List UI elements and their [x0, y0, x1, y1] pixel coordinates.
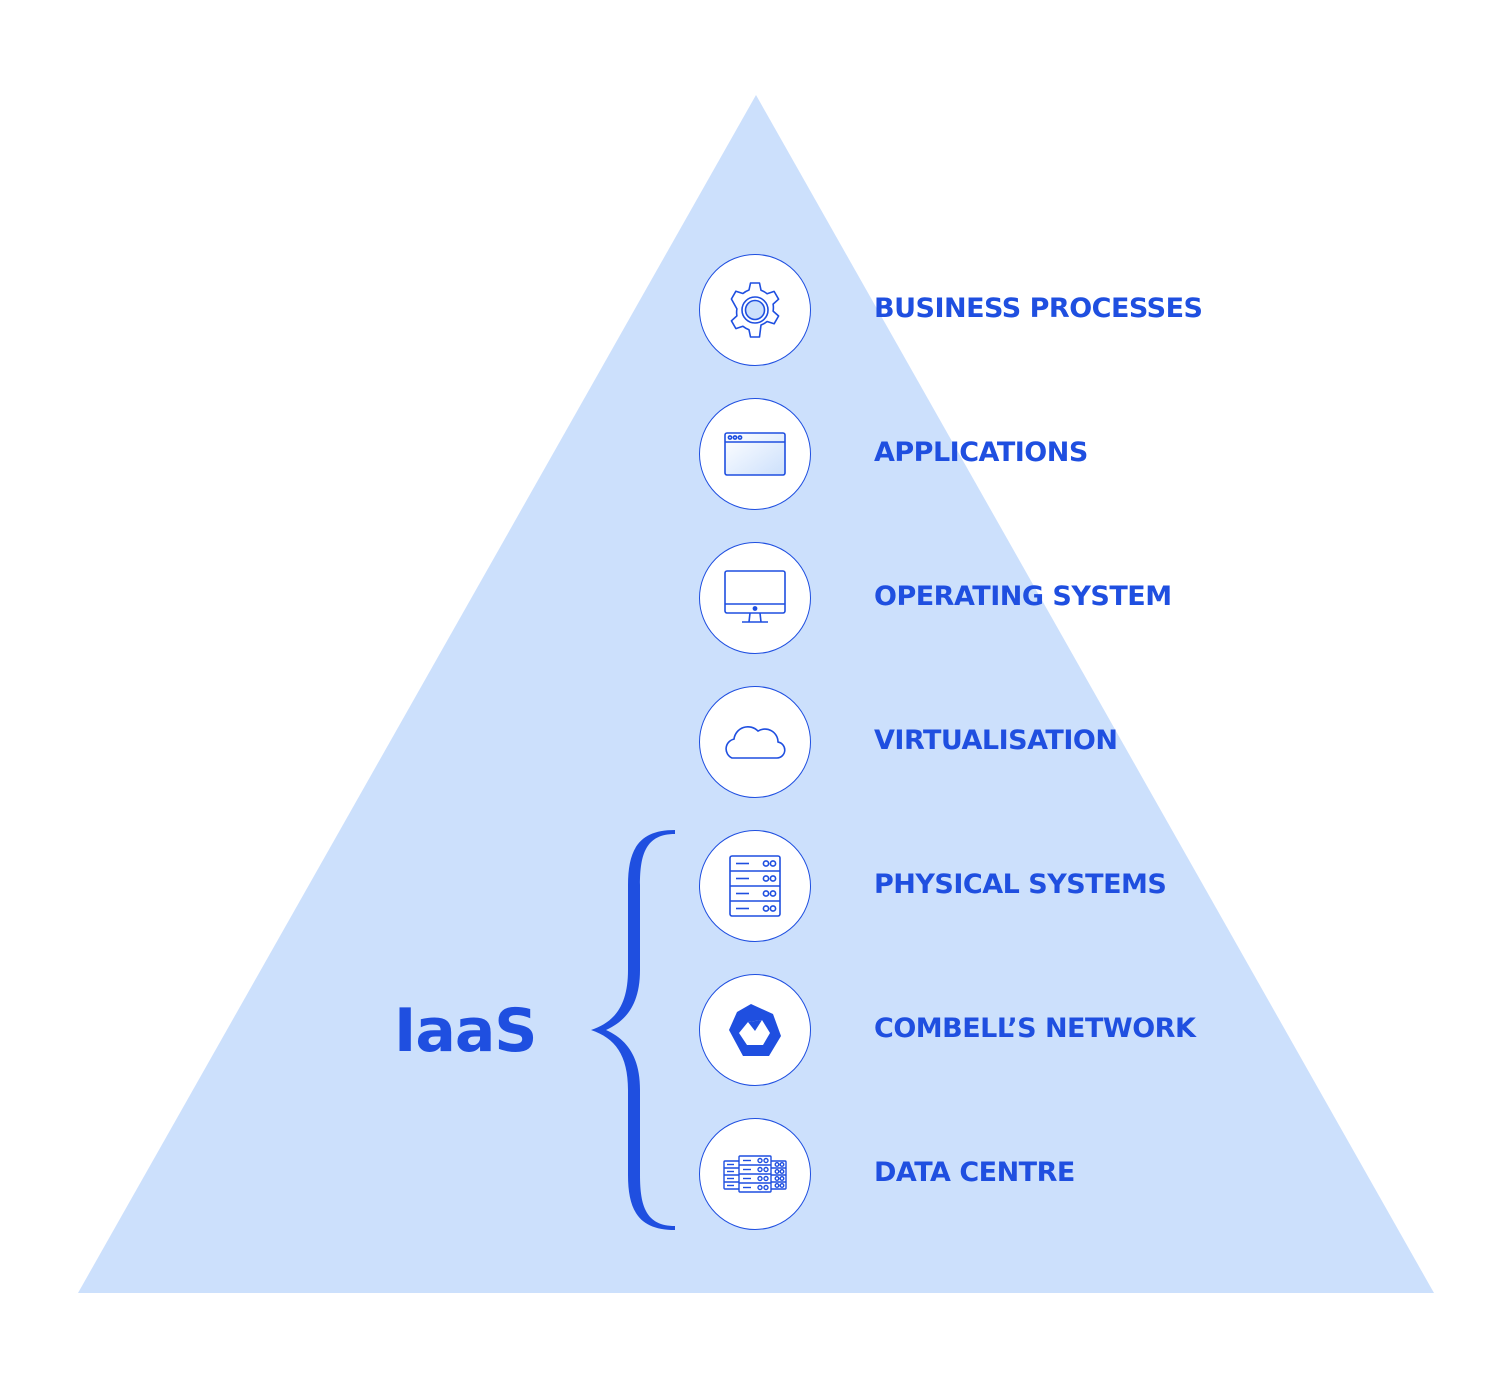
layer-label-business-processes: BUSINESS PROCESSES	[874, 293, 1203, 324]
combell-logo-icon	[699, 974, 811, 1086]
cloud-icon	[699, 686, 811, 798]
layer-label-combells-network: COMBELL’S NETWORK	[874, 1013, 1196, 1044]
layer-data-centre: DATA CENTRE	[0, 1118, 1512, 1234]
layer-operating-system: OPERATING SYSTEM	[0, 542, 1512, 658]
layer-label-operating-system: OPERATING SYSTEM	[874, 581, 1172, 612]
curly-brace-shape	[591, 830, 675, 1230]
server-rack-icon	[699, 830, 811, 942]
layer-physical-systems: PHYSICAL SYSTEMS	[0, 830, 1512, 946]
layer-virtualisation: VIRTUALISATION	[0, 686, 1512, 802]
monitor-icon	[699, 542, 811, 654]
data-centre-icon	[699, 1118, 811, 1230]
layer-business-processes: BUSINESS PROCESSES	[0, 254, 1512, 370]
layer-combells-network: COMBELL’S NETWORK	[0, 974, 1512, 1090]
layer-label-virtualisation: VIRTUALISATION	[874, 725, 1118, 756]
layer-label-applications: APPLICATIONS	[874, 437, 1088, 468]
browser-window-icon	[699, 398, 811, 510]
iaas-group-label: IaaS	[394, 996, 538, 1066]
layer-label-data-centre: DATA CENTRE	[874, 1157, 1075, 1188]
gear-icon	[699, 254, 811, 366]
layer-label-physical-systems: PHYSICAL SYSTEMS	[874, 869, 1167, 900]
layer-applications: APPLICATIONS	[0, 398, 1512, 514]
